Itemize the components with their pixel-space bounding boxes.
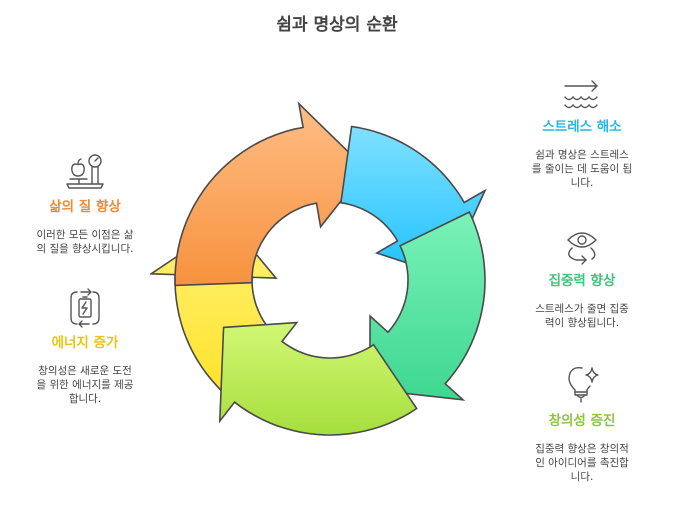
desc-line: 력이 향상됩니다. xyxy=(544,317,620,329)
step-description: 집중력 향상은 창의적 인 아이디어를 촉진합 니다. xyxy=(517,442,647,484)
scale-apple-icon xyxy=(66,154,104,189)
desc-line: 집중력 향상은 창의적 xyxy=(535,443,629,455)
desc-line: 를 줄이는 데 도움이 됩 xyxy=(531,163,633,175)
step-focus-improvement: 집중력 향상 스트레스가 줄면 집중 력이 향상됩니다. xyxy=(517,226,647,330)
desc-line: 합니다. xyxy=(68,393,102,405)
step-stress-relief: 스트레스 해소 쉼과 명상은 스트레스 를 줄이는 데 도움이 됩 니다. xyxy=(517,78,647,190)
step-label: 스트레스 해소 xyxy=(542,119,622,135)
desc-line: 이러한 모든 이점은 삶 xyxy=(36,229,134,241)
eye-cycle-icon xyxy=(567,232,597,265)
diagram-title: 쉼과 명상의 순환 xyxy=(276,15,398,35)
step-quality-of-life: 삶의 질 향상 이러한 모든 이점은 삶 의 질을 향상시킵니다. xyxy=(20,152,150,256)
step-creativity-boost: 창의성 증진 집중력 향상은 창의적 인 아이디어를 촉진합 니다. xyxy=(517,362,647,484)
desc-line: 쉼과 명상은 스트레스 xyxy=(535,149,629,161)
arrow-quality-to-stress xyxy=(174,101,368,287)
desc-line: 니다. xyxy=(570,177,594,189)
step-label: 삶의 질 향상 xyxy=(49,199,121,215)
desc-line: 을 위한 에너지를 제공 xyxy=(36,379,134,391)
step-energy-increase: 에너지 증가 창의성은 새로운 도전 을 위한 에너지를 제공 합니다. xyxy=(20,288,150,406)
desc-line: 인 아이디어를 촉진합 xyxy=(535,457,629,469)
desc-line: 니다. xyxy=(570,471,594,483)
step-description: 창의성은 새로운 도전 을 위한 에너지를 제공 합니다. xyxy=(20,364,150,406)
step-description: 이러한 모든 이점은 삶 의 질을 향상시킵니다. xyxy=(20,228,150,256)
step-label: 에너지 증가 xyxy=(51,335,119,351)
cycle-diagram xyxy=(150,101,487,436)
desc-line: 창의성은 새로운 도전 xyxy=(38,365,132,377)
desc-line: 스트레스가 줄면 집중 xyxy=(535,303,629,315)
desc-line: 의 질을 향상시킵니다. xyxy=(36,243,134,255)
step-label: 집중력 향상 xyxy=(548,273,616,289)
lightbulb-sparkle-icon xyxy=(568,367,599,403)
arrow-creativity-to-energy xyxy=(218,321,418,436)
step-description: 쉼과 명상은 스트레스 를 줄이는 데 도움이 됩 니다. xyxy=(517,148,647,190)
waves-arrow-icon xyxy=(564,80,598,109)
step-description: 스트레스가 줄면 집중 력이 향상됩니다. xyxy=(517,302,647,330)
battery-cycle-icon xyxy=(70,288,100,328)
step-label: 창의성 증진 xyxy=(548,413,616,429)
